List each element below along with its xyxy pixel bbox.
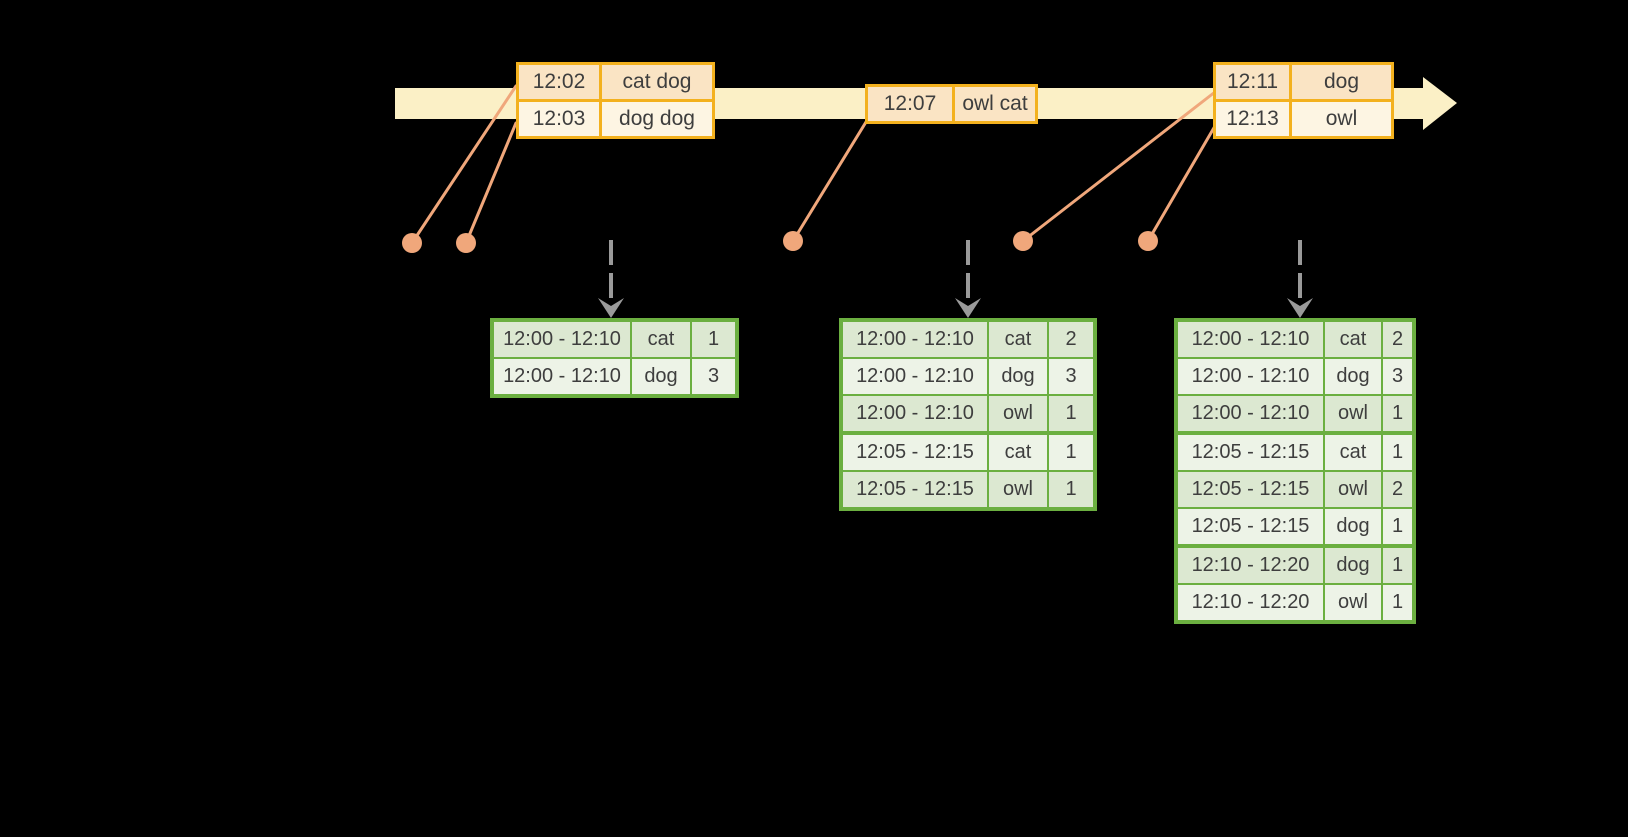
event-time-cell: 12:02 xyxy=(519,65,599,99)
window-cell: 12:00 - 12:10 xyxy=(843,396,987,431)
event-time-cell: 12:11 xyxy=(1216,65,1289,99)
event-words-cell: owl cat xyxy=(955,87,1035,121)
word-cell: dog xyxy=(632,359,690,394)
window-cell: 12:00 - 12:10 xyxy=(843,359,987,394)
event-words-cell: dog xyxy=(1292,65,1391,99)
event-words-cell: cat dog xyxy=(602,65,712,99)
event-words-cell: owl xyxy=(1292,102,1391,136)
window-cell: 12:00 - 12:10 xyxy=(1178,322,1323,357)
count-cell: 1 xyxy=(1383,509,1412,544)
count-cell: 3 xyxy=(1383,359,1412,394)
count-cell: 2 xyxy=(1383,472,1412,507)
window-cell: 12:00 - 12:10 xyxy=(494,322,630,357)
word-cell: dog xyxy=(1325,509,1381,544)
word-cell: dog xyxy=(1325,359,1381,394)
window-cell: 12:00 - 12:10 xyxy=(843,322,987,357)
word-cell: cat xyxy=(989,435,1047,470)
count-cell: 1 xyxy=(1383,396,1412,431)
event-time-cell: 12:13 xyxy=(1216,102,1289,136)
word-cell: cat xyxy=(1325,322,1381,357)
count-cell: 1 xyxy=(1049,435,1093,470)
count-cell: 1 xyxy=(1049,396,1093,431)
word-cell: owl xyxy=(989,472,1047,507)
word-cell: dog xyxy=(989,359,1047,394)
window-cell: 12:10 - 12:20 xyxy=(1178,585,1323,620)
event-time-cell: 12:07 xyxy=(868,87,952,121)
window-cell: 12:05 - 12:15 xyxy=(1178,435,1323,470)
count-cell: 3 xyxy=(692,359,735,394)
count-cell: 1 xyxy=(1383,585,1412,620)
word-cell: owl xyxy=(1325,472,1381,507)
count-cell: 1 xyxy=(1383,548,1412,583)
word-cell: cat xyxy=(632,322,690,357)
trigger-arrowhead-3-icon xyxy=(1287,298,1313,318)
word-cell: owl xyxy=(1325,585,1381,620)
event-dot-3 xyxy=(783,231,803,251)
window-cell: 12:05 - 12:15 xyxy=(843,472,987,507)
count-cell: 3 xyxy=(1049,359,1093,394)
event-line-5 xyxy=(1146,124,1217,243)
trigger-arrowhead-1-icon xyxy=(598,298,624,318)
event-line-1 xyxy=(410,84,518,245)
trigger-arrowhead-2-icon xyxy=(955,298,981,318)
count-cell: 1 xyxy=(1049,472,1093,507)
window-cell: 12:00 - 12:10 xyxy=(1178,359,1323,394)
event-time-cell: 12:03 xyxy=(519,102,599,136)
window-cell: 12:10 - 12:20 xyxy=(1178,548,1323,583)
window-cell: 12:05 - 12:15 xyxy=(1178,509,1323,544)
event-dot-1 xyxy=(402,233,422,253)
word-cell: owl xyxy=(1325,396,1381,431)
event-words-cell: dog dog xyxy=(602,102,712,136)
count-cell: 2 xyxy=(1383,322,1412,357)
word-cell: cat xyxy=(1325,435,1381,470)
event-line-4 xyxy=(1021,90,1217,243)
event-dot-2 xyxy=(456,233,476,253)
word-cell: dog xyxy=(1325,548,1381,583)
word-cell: cat xyxy=(989,322,1047,357)
window-cell: 12:05 - 12:15 xyxy=(843,435,987,470)
event-line-3 xyxy=(791,120,868,243)
event-dot-4 xyxy=(1013,231,1033,251)
window-cell: 12:00 - 12:10 xyxy=(494,359,630,394)
count-cell: 2 xyxy=(1049,322,1093,357)
window-cell: 12:05 - 12:15 xyxy=(1178,472,1323,507)
event-line-2 xyxy=(464,121,518,245)
word-cell: owl xyxy=(989,396,1047,431)
event-dot-5 xyxy=(1138,231,1158,251)
count-cell: 1 xyxy=(692,322,735,357)
window-cell: 12:00 - 12:10 xyxy=(1178,396,1323,431)
timeline-arrowhead-icon xyxy=(1423,77,1457,130)
count-cell: 1 xyxy=(1383,435,1412,470)
